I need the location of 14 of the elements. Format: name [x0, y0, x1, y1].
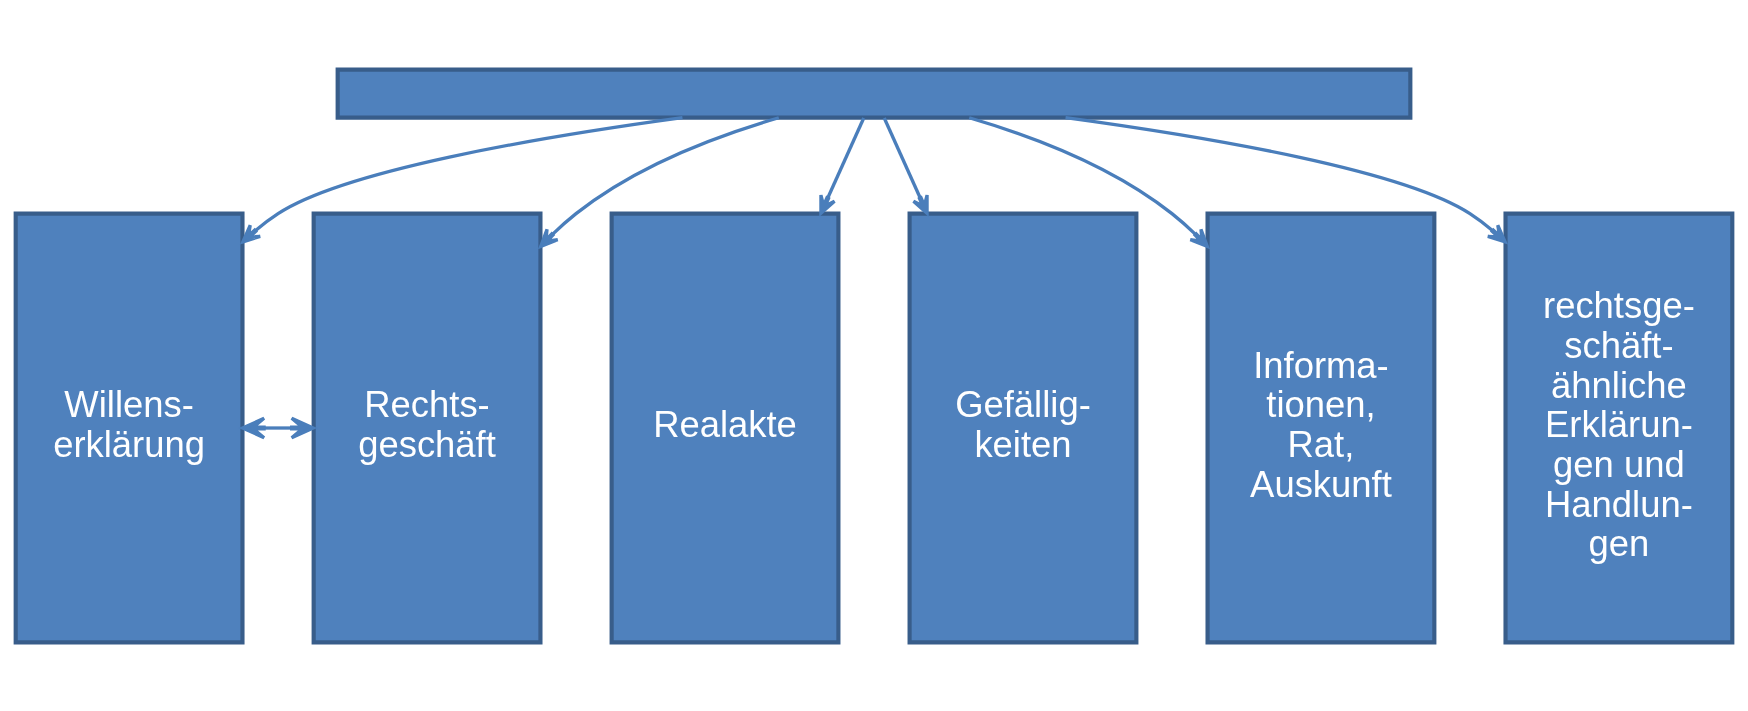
node-box [335, 67, 1413, 120]
arrow [819, 116, 866, 215]
arrow [539, 115, 780, 248]
node-box: Willens- erklärung [13, 211, 245, 644]
node-box: Realakte [609, 211, 841, 644]
node-box: rechtsge- schäft- ähnliche Erklärun- gen und Handlun- gen [1503, 211, 1735, 644]
arrow [968, 115, 1209, 248]
arrow [241, 115, 683, 243]
node-box: Gefällig- keiten [907, 211, 1139, 644]
arrow [882, 116, 929, 215]
arrow [1065, 115, 1507, 243]
node-box: Informa- tionen, Rat, Auskunft [1205, 211, 1437, 644]
arrow [240, 416, 315, 439]
node-box: Rechts- geschäft [311, 211, 543, 644]
